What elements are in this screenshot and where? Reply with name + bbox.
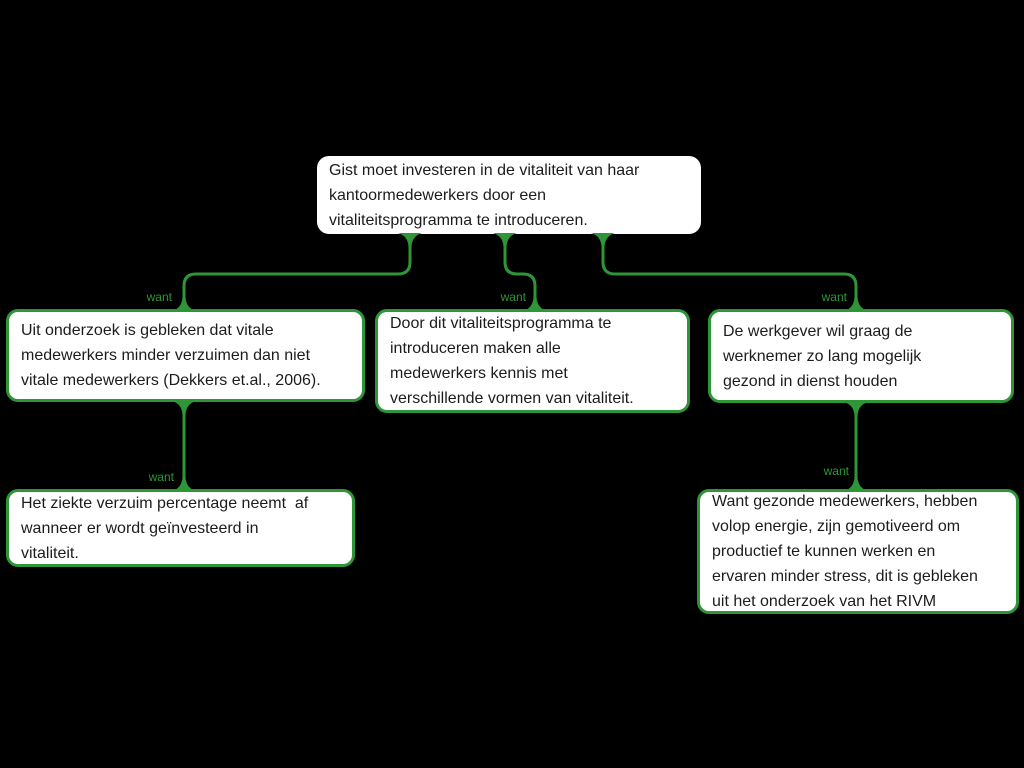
node-reason-right-sub[interactable]: Want gezonde medewerkers, hebben volop e… — [697, 489, 1019, 614]
node-text: Gist moet investeren in de vitaliteit va… — [329, 161, 640, 229]
node-text: Door dit vitaliteitsprogramma te introdu… — [390, 315, 634, 407]
relation-label-want-left[interactable]: want — [146, 290, 172, 304]
node-main-claim[interactable]: Gist moet investeren in de vitaliteit va… — [317, 156, 701, 234]
relation-label-want-left-sub[interactable]: want — [148, 470, 174, 484]
connector-anchor — [844, 402, 868, 416]
node-reason-middle[interactable]: Door dit vitaliteitsprogramma te introdu… — [375, 309, 690, 413]
node-text: Want gezonde medewerkers, hebben volop e… — [712, 493, 978, 610]
node-reason-right[interactable]: De werkgever wil graag de werknemer zo l… — [708, 309, 1014, 403]
connector-anchor — [493, 233, 517, 247]
relation-label-want-middle[interactable]: want — [500, 290, 526, 304]
node-text: De werkgever wil graag de werknemer zo l… — [723, 322, 922, 390]
node-text: Uit onderzoek is gebleken dat vitale med… — [21, 322, 321, 389]
relation-label-want-right-sub[interactable]: want — [823, 464, 849, 478]
connector-anchor — [591, 233, 615, 247]
node-reason-left-sub[interactable]: Het ziekte verzuim percentage neemt af w… — [6, 489, 355, 567]
connector-anchor — [398, 233, 422, 247]
relation-label-want-right[interactable]: want — [821, 290, 847, 304]
node-text: Het ziekte verzuim percentage neemt af w… — [21, 494, 309, 562]
connector-line-main-to-left — [182, 244, 412, 300]
connector-anchor — [172, 401, 196, 415]
node-reason-left[interactable]: Uit onderzoek is gebleken dat vitale med… — [6, 309, 365, 402]
